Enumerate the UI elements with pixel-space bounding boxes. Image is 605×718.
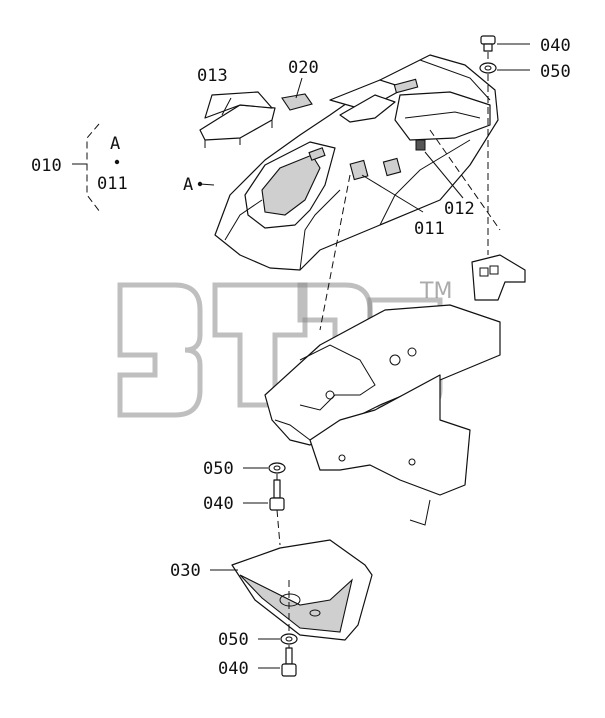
part-020-switch-cap bbox=[281, 93, 313, 111]
callout-040-bot: 040 bbox=[218, 659, 249, 679]
callout-040-top: 040 bbox=[540, 36, 571, 56]
watermark-tm: TM bbox=[419, 279, 452, 304]
callout-013: 013 bbox=[197, 66, 228, 86]
leader-012 bbox=[424, 151, 464, 199]
console-housing bbox=[214, 54, 499, 271]
callout-030: 030 bbox=[170, 561, 201, 581]
callout-040-mid: 040 bbox=[203, 494, 234, 514]
group-bracket-010 bbox=[72, 123, 120, 213]
bolt-040-top bbox=[480, 35, 496, 52]
callout-050-top: 050 bbox=[540, 62, 571, 82]
callout-020: 020 bbox=[288, 58, 319, 78]
callout-011-group: 011 bbox=[97, 174, 128, 194]
bolt-040-mid bbox=[269, 479, 285, 511]
callout-010: 010 bbox=[31, 156, 62, 176]
leader-020 bbox=[295, 77, 303, 99]
part-013-cover bbox=[199, 91, 276, 148]
bolt-040-bot bbox=[281, 647, 297, 677]
callout-a-group: A bbox=[110, 134, 120, 154]
callout-050-bot: 050 bbox=[218, 630, 249, 650]
callout-050-mid: 050 bbox=[203, 459, 234, 479]
washer-050-mid bbox=[268, 462, 286, 474]
bracket-frame bbox=[264, 254, 526, 526]
callout-011: 011 bbox=[414, 219, 445, 239]
callout-a-console: A bbox=[183, 175, 193, 195]
callout-012: 012 bbox=[444, 199, 475, 219]
assembly-line-console bbox=[319, 129, 501, 331]
leader-011 bbox=[361, 174, 424, 213]
washer-050-top bbox=[479, 62, 497, 74]
leader-a-console bbox=[199, 183, 215, 186]
part-030-lower-cover bbox=[231, 539, 373, 641]
washer-050-bot bbox=[280, 633, 298, 645]
assembly-line-lower bbox=[276, 474, 290, 648]
leader-013 bbox=[221, 97, 232, 116]
